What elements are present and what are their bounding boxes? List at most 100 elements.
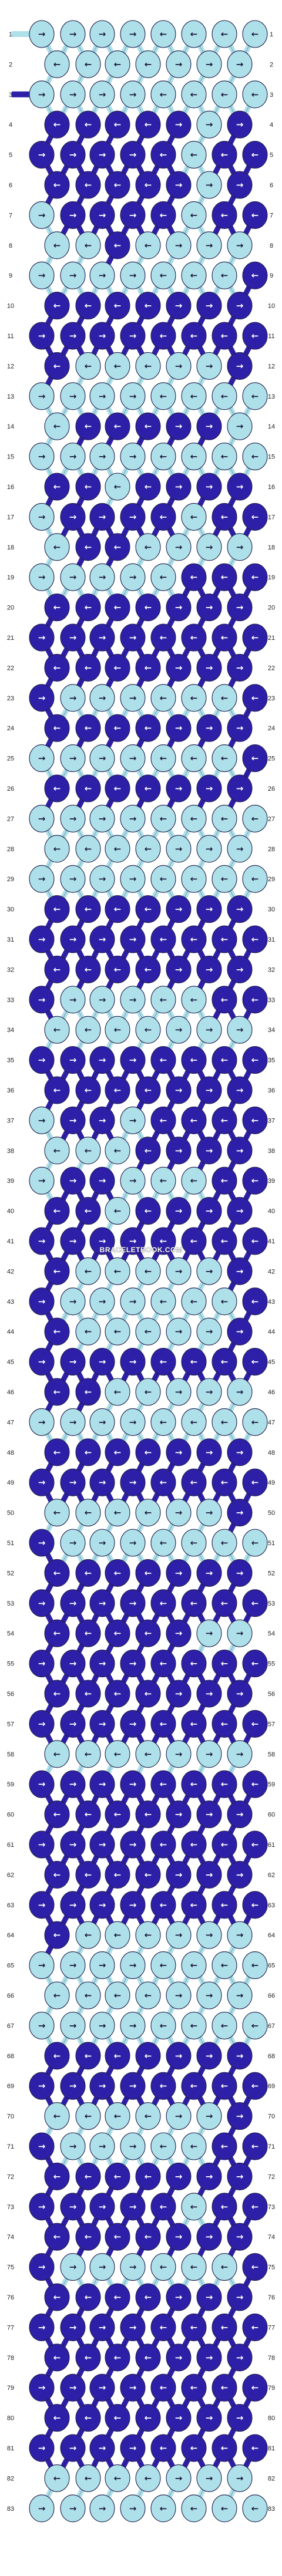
row-number-left: 72 [7,2173,14,2180]
knot: → [227,533,253,561]
knot-arrow-icon: ← [85,240,92,251]
row-number-left: 36 [7,1087,14,1094]
row-number-left: 5 [9,152,12,159]
knot: ← [75,110,101,139]
row-number-left: 71 [7,2143,14,2150]
knot-arrow-icon: ← [114,844,122,854]
row-number-left: 37 [7,1117,14,1124]
knot: ← [181,2434,207,2462]
knot: → [227,1317,253,1346]
knot-arrow-icon: ← [145,1869,152,1880]
knot-arrow-icon: → [99,572,106,582]
knot: → [196,2283,222,2311]
knot: ← [181,1287,207,1316]
knot: ← [75,2102,101,2130]
knot-arrow-icon: → [38,1779,46,1789]
knot: ← [135,1197,161,1225]
knot: → [196,171,222,199]
knot-arrow-icon: ← [145,783,152,794]
knot: → [120,1287,146,1316]
knot: ← [181,2011,207,2039]
knot: → [89,925,115,953]
knot-arrow-icon: ← [251,2201,259,2212]
knot-arrow-icon: ← [251,1598,259,1609]
knot-arrow-icon: → [69,753,77,764]
knot-arrow-icon: ← [85,2111,92,2122]
knot: ← [44,1257,70,1285]
knot: ← [75,835,101,863]
knot: ← [105,2404,130,2432]
knot-arrow-icon: ← [114,1628,122,1638]
knot-arrow-icon: ← [251,753,259,764]
knot: → [196,1076,222,1104]
knot: ← [150,2011,176,2039]
knot-arrow-icon: → [38,572,46,582]
knot-arrow-icon: ← [85,119,92,130]
knot-arrow-icon: ← [221,2262,229,2272]
knot-arrow-icon: → [175,2352,183,2363]
knot: → [166,1800,192,1829]
knot: → [29,804,55,832]
row-number-right: 83 [268,2506,275,2513]
knot-arrow-icon: ← [190,874,198,884]
row-number-left: 50 [7,1510,14,1517]
knot: → [166,1499,192,1527]
knot-arrow-icon: → [69,1175,77,1186]
knot: ← [135,50,161,78]
knot: ← [181,1468,207,1496]
knot-arrow-icon: ← [251,994,259,1005]
knot-arrow-icon: ← [190,2322,198,2332]
knot-arrow-icon: → [206,783,213,794]
knot-arrow-icon: → [99,150,106,160]
knot-arrow-icon: → [38,2201,46,2212]
knot-arrow-icon: ← [190,1839,198,1850]
knot: → [166,1921,192,1949]
knot: → [29,1589,55,1617]
knot: → [89,2434,115,2462]
knot-arrow-icon: ← [160,1417,167,1427]
knot: ← [150,2072,176,2100]
knot-arrow-icon: ← [85,904,92,915]
row-number-right: 82 [268,2475,275,2482]
knot: ← [135,1619,161,1647]
knot-arrow-icon: → [175,180,183,190]
knot: → [120,1106,146,1134]
row-number-left: 33 [7,997,14,1004]
knot: → [89,2193,115,2221]
knot-arrow-icon: → [99,693,106,703]
knot-arrow-icon: ← [85,1266,92,1276]
knot: → [166,774,192,803]
knot: ← [135,1559,161,1587]
knot: → [227,653,253,682]
knot: ← [212,1891,237,1919]
knot-arrow-icon: ← [114,2171,122,2181]
knot-arrow-icon: → [206,481,213,492]
knot-arrow-icon: ← [145,1447,152,1458]
knot: → [227,1559,253,1587]
knot-arrow-icon: → [236,2473,244,2483]
knot-arrow-icon: ← [85,1990,92,2001]
knot-arrow-icon: → [69,994,77,1005]
row-number-left: 35 [7,1057,14,1064]
knot-arrow-icon: ← [251,1357,259,1367]
knot-arrow-icon: → [129,874,137,884]
row-number-right: 27 [268,815,275,822]
knot: → [227,473,253,501]
knot: → [60,141,86,169]
knot-arrow-icon: → [38,1839,46,1850]
knot: → [120,1891,146,1919]
knot: → [166,2042,192,2070]
row-number-right: 42 [268,1268,275,1275]
knot: ← [212,986,237,1014]
watermark: BRACELETBOOK.COM [100,1246,183,1254]
knot: ← [105,2223,130,2251]
knot-arrow-icon: → [236,301,244,311]
knot: ← [105,835,130,863]
knot: ← [105,594,130,622]
knot-arrow-icon: ← [190,813,198,824]
knot-arrow-icon: → [236,1688,244,1699]
knot-arrow-icon: ← [145,1266,152,1276]
knot: ← [135,1257,161,1285]
knot: → [120,744,146,773]
knot: → [89,1408,115,1436]
